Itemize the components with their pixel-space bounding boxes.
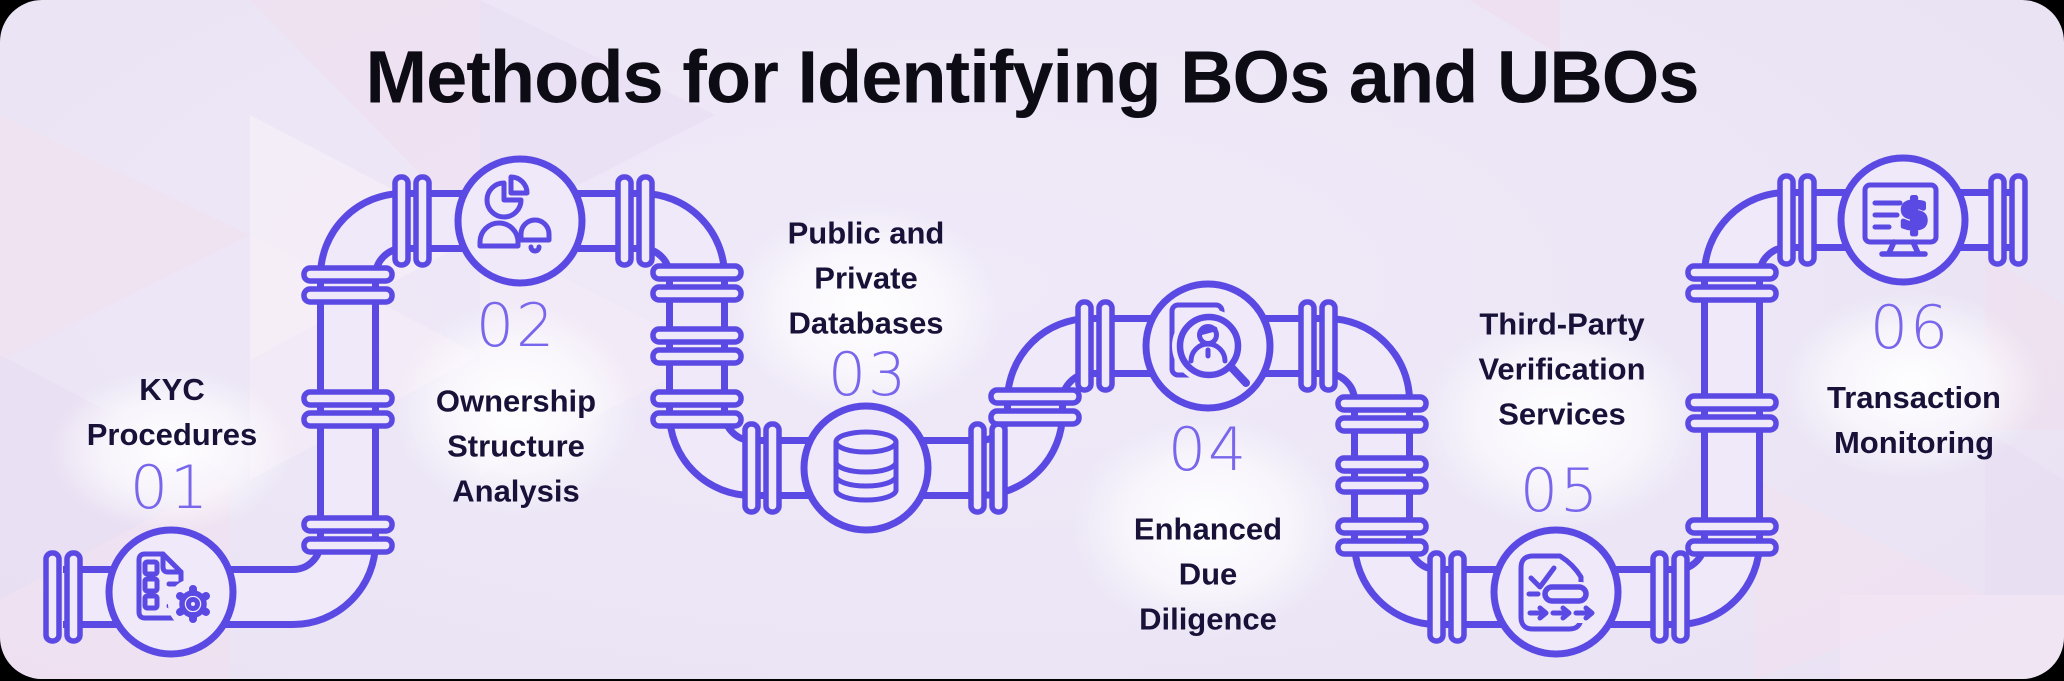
pipe-coupling-bar — [1335, 517, 1429, 536]
step-number-6: 06 — [1869, 293, 1951, 363]
step-node-3 — [800, 402, 932, 534]
pipe-coupling-bar — [301, 536, 395, 555]
document-checklist-gear-icon — [136, 551, 218, 629]
checklist-arrows-document-icon — [1518, 553, 1598, 632]
step-number-1: 01 — [129, 453, 211, 523]
arrow-row — [1527, 605, 1595, 621]
page-title: Methods for Identifying BOs and UBOs — [365, 35, 1699, 119]
pipe-coupling-bar — [968, 421, 987, 515]
pipe-coupling-bar — [1685, 414, 1779, 433]
step-label-4: Enhanced Due Diligence — [1133, 511, 1283, 637]
pipe-coupling-bar — [988, 387, 1082, 406]
pipe-coupling-bar — [650, 410, 744, 429]
bg-triangle — [1840, 595, 2064, 679]
pipe-coupling-bar — [1685, 538, 1779, 557]
step-number-3: 03 — [827, 340, 909, 410]
pipe-coupling-bar — [650, 326, 744, 345]
step-label-5: Third-Party Verification Services — [1478, 306, 1646, 432]
step-node-2 — [454, 155, 586, 287]
pipe-coupling-bar — [1685, 284, 1779, 303]
database-icon — [833, 429, 899, 503]
monitor-dollar-icon: $ — [1862, 182, 1939, 257]
pipe-coupling-bar — [1335, 538, 1429, 557]
pipe-coupling-bar — [1335, 455, 1429, 474]
pipe-coupling-bar — [1096, 299, 1115, 393]
pipe-coupling-bar — [742, 421, 761, 515]
pipe-coupling-bar — [1988, 173, 2007, 267]
pipe-coupling-bar — [43, 550, 62, 644]
pipe-coupling-bar — [1671, 550, 1690, 644]
step-label-1: KYC Procedures — [86, 372, 258, 452]
step-node-5 — [1490, 526, 1622, 658]
pipe-coupling-bar — [763, 421, 782, 515]
step-number-4: 04 — [1167, 415, 1249, 485]
pipe-coupling-bar — [989, 421, 1008, 515]
step-node-6: $ — [1837, 154, 1969, 286]
pipe-coupling-bar — [636, 174, 655, 268]
pipe-coupling-bar — [301, 410, 395, 429]
pipe-coupling-bar — [2009, 173, 2028, 267]
step-circle-3 — [800, 402, 932, 534]
step-label-6: Transaction Monitoring — [1827, 380, 2001, 460]
pipe-coupling-bar — [64, 550, 83, 644]
pipe-coupling-bar — [1650, 550, 1669, 644]
pipe-coupling-bar — [392, 174, 411, 268]
step-label-3: Public and Private Databases — [787, 215, 945, 341]
pipe-coupling-bar — [1075, 299, 1094, 393]
pipe-couplings — [43, 173, 2028, 644]
pipe-coupling-bar — [301, 515, 395, 534]
step-node-4 — [1142, 280, 1274, 412]
pipe-coupling-bar — [650, 389, 744, 408]
step-label-2: Ownership Structure Analysis — [435, 383, 597, 509]
pipe-coupling-bar — [1335, 415, 1429, 434]
pipe-coupling-bar — [1335, 394, 1429, 413]
pipe-coupling-bar — [1427, 550, 1446, 644]
pipe-coupling-bar — [650, 347, 744, 366]
step-number-2: 02 — [475, 291, 557, 361]
pipe-coupling-bar — [1298, 299, 1317, 393]
pipe-coupling-bar — [1685, 517, 1779, 536]
pipe-coupling-bar — [301, 389, 395, 408]
dollar-glyph: $ — [1900, 192, 1928, 238]
pipe-coupling-bar — [1685, 393, 1779, 412]
pipe-coupling-bar — [1777, 173, 1796, 267]
step-number-5: 05 — [1519, 456, 1601, 526]
pipe-coupling-bar — [1798, 173, 1817, 267]
pipe-coupling-bar — [1448, 550, 1467, 644]
pipe-coupling-bar — [1335, 476, 1429, 495]
pipe-coupling-bar — [615, 174, 634, 268]
pipe-coupling-bar — [1319, 299, 1338, 393]
pipe-coupling-bar — [1685, 263, 1779, 282]
pipe-coupling-bar — [301, 286, 395, 305]
pipe-coupling-bar — [988, 408, 1082, 427]
bg-triangle — [1755, 480, 1985, 679]
pie-chart-person-bell-icon — [477, 174, 552, 254]
step-node-1 — [105, 526, 237, 658]
bg-triangle — [0, 115, 250, 360]
pipe-coupling-bar — [650, 263, 744, 282]
pipe-coupling-bar — [413, 174, 432, 268]
pipe-fill — [63, 196, 2010, 621]
id-card-magnifier-person-icon — [1169, 302, 1250, 387]
bg-triangle — [1470, 0, 1560, 55]
pipe-coupling-bar — [301, 265, 395, 284]
pipe-coupling-bar — [650, 284, 744, 303]
